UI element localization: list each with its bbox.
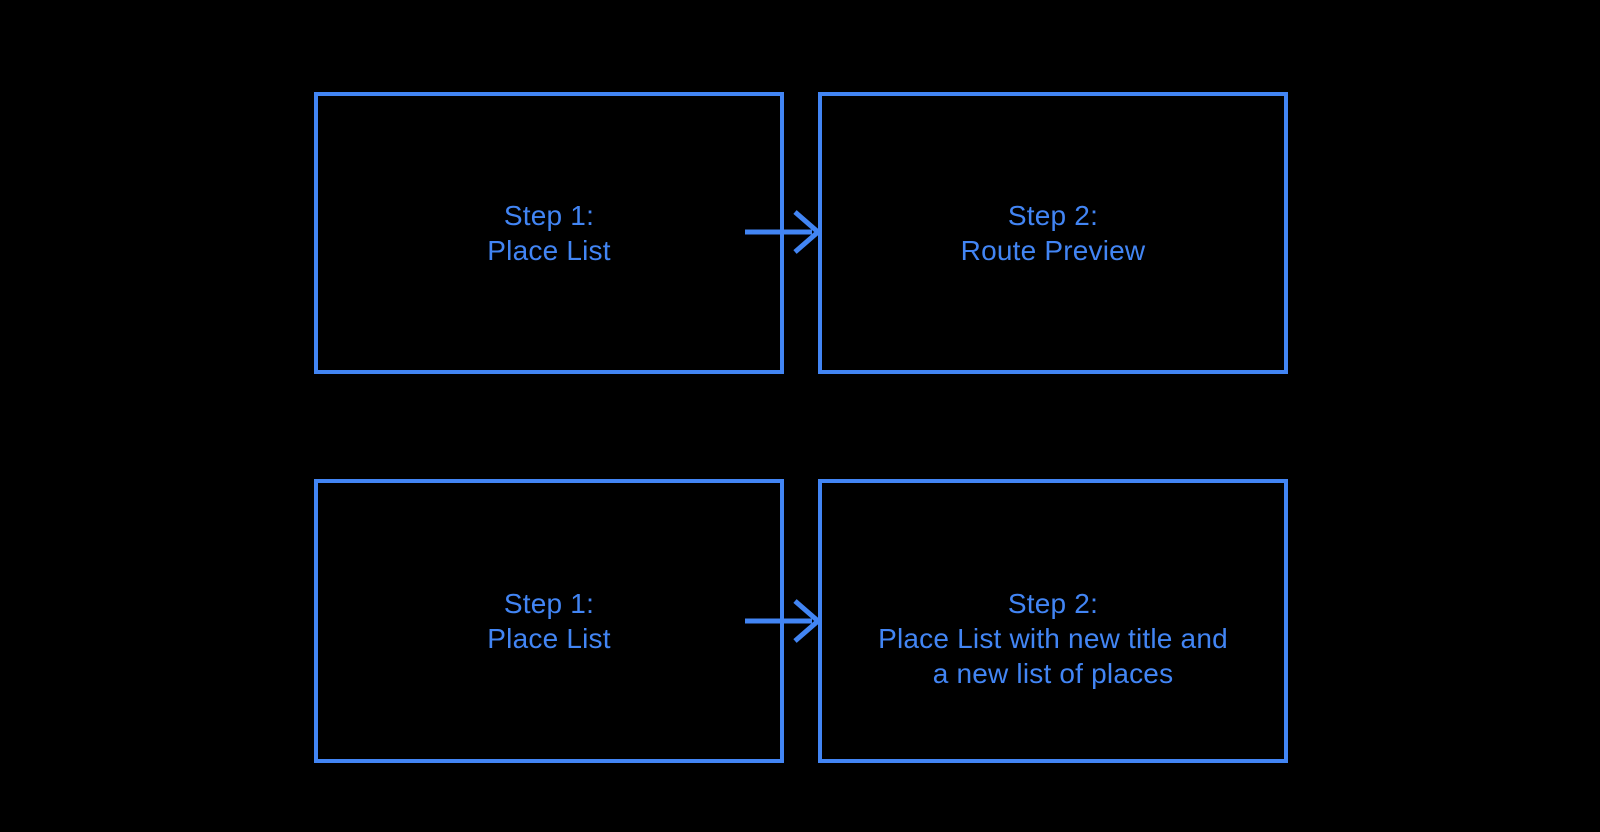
label-line: Route Preview (960, 235, 1146, 266)
label-line: Step 1: (503, 200, 595, 231)
flow-box-label: Step 1: Place List (314, 198, 784, 268)
label-line: Place List (487, 235, 611, 266)
flow-box-label: Step 1: Place List (314, 586, 784, 656)
label-line: a new list of places (932, 658, 1174, 689)
flow-box-label: Step 2: Place List with new title and a … (818, 586, 1288, 691)
label-line: Step 1: (503, 588, 595, 619)
label-line: Step 2: (1007, 200, 1099, 231)
flow-box-label: Step 2: Route Preview (818, 198, 1288, 268)
label-line: Place List (487, 623, 611, 654)
label-line: Place List with new title and (878, 623, 1228, 654)
label-line: Step 2: (1007, 588, 1099, 619)
arrow-right-icon (745, 210, 822, 254)
arrow-right-icon (745, 599, 822, 643)
